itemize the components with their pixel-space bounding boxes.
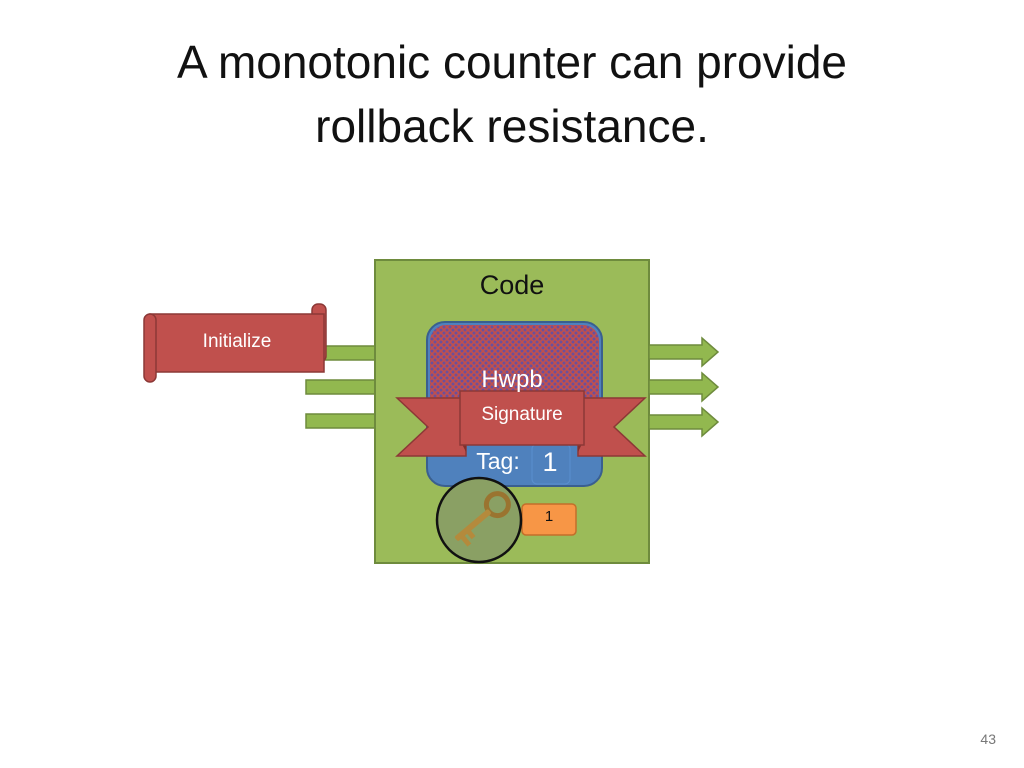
- protected-state-label: Hwpb: [481, 366, 543, 393]
- ribbon-center: [459, 390, 585, 446]
- counter-value: 1: [544, 508, 554, 525]
- slide-title: A monotonic counter can provide rollback…: [0, 30, 1024, 158]
- tag-label: Tag:: [476, 448, 520, 474]
- scroll-front-roll: [143, 313, 157, 383]
- signature-label: Signature: [481, 404, 563, 425]
- page-number: 43: [980, 731, 996, 747]
- input-arrow-3: [305, 413, 377, 429]
- ribbon-left-tail: [395, 397, 467, 457]
- output-arrow-2: [648, 371, 720, 403]
- key-icon: [435, 476, 523, 564]
- initialize-scroll: [143, 303, 327, 383]
- scroll-body: [149, 313, 325, 373]
- output-arrows: [648, 336, 720, 438]
- output-arrow-1: [648, 336, 720, 368]
- output-arrow-3: [648, 406, 720, 438]
- tag-value: 1: [542, 447, 558, 477]
- slide-title-line-1: A monotonic counter can provide: [177, 36, 847, 88]
- code-label: Code: [479, 270, 545, 300]
- slide-title-line-2: rollback resistance.: [315, 100, 709, 152]
- input-arrow-2: [305, 379, 377, 395]
- signature-ribbon: [395, 390, 647, 457]
- initialize-label: Initialize: [202, 331, 272, 352]
